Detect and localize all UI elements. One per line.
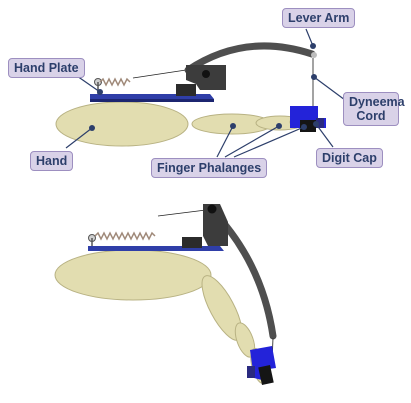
label-finger-phalanges: Finger Phalanges	[151, 158, 268, 178]
hand-plate-edge-top	[90, 99, 214, 102]
label-hand: Hand	[30, 151, 74, 171]
digit-cap-pad-bottom	[247, 366, 255, 378]
digit-cap-block-bottom	[258, 364, 274, 386]
lever-block-bottom	[203, 204, 228, 246]
digit-cap-tip-top	[316, 118, 324, 128]
label-dyneema-cord: Dyneema Cord	[343, 92, 405, 126]
spring-top	[99, 77, 131, 87]
hand-plate-bottom	[88, 246, 224, 251]
bottom-assembly-flexed	[54, 204, 277, 386]
digit-cap-bottom	[250, 346, 276, 380]
label-dyneema-line1: Dyneema	[349, 95, 405, 109]
lever-arm-top	[184, 42, 316, 74]
top-assembly-extended	[55, 42, 326, 147]
label-lever-arm: Lever Arm	[282, 8, 356, 28]
spring-bottom	[94, 231, 156, 241]
bracket-top	[176, 84, 196, 96]
leader-lines	[65, 28, 346, 158]
cord-bottom-spring	[157, 209, 207, 217]
digit-cap-block-top	[300, 120, 316, 132]
lever-pivot-top	[311, 52, 317, 58]
label-hand-plate: Hand Plate	[8, 58, 85, 78]
lever-hinge-top	[202, 70, 210, 78]
hand-palm-bottom	[54, 249, 212, 301]
label-dyneema-line2: Cord	[356, 109, 386, 123]
label-digit-cap: Digit Cap	[316, 148, 383, 168]
bracket-bottom	[182, 237, 202, 248]
lever-hinge-bottom	[207, 204, 217, 214]
cord-top-spring	[132, 69, 187, 79]
hand-palm-top	[55, 101, 189, 147]
